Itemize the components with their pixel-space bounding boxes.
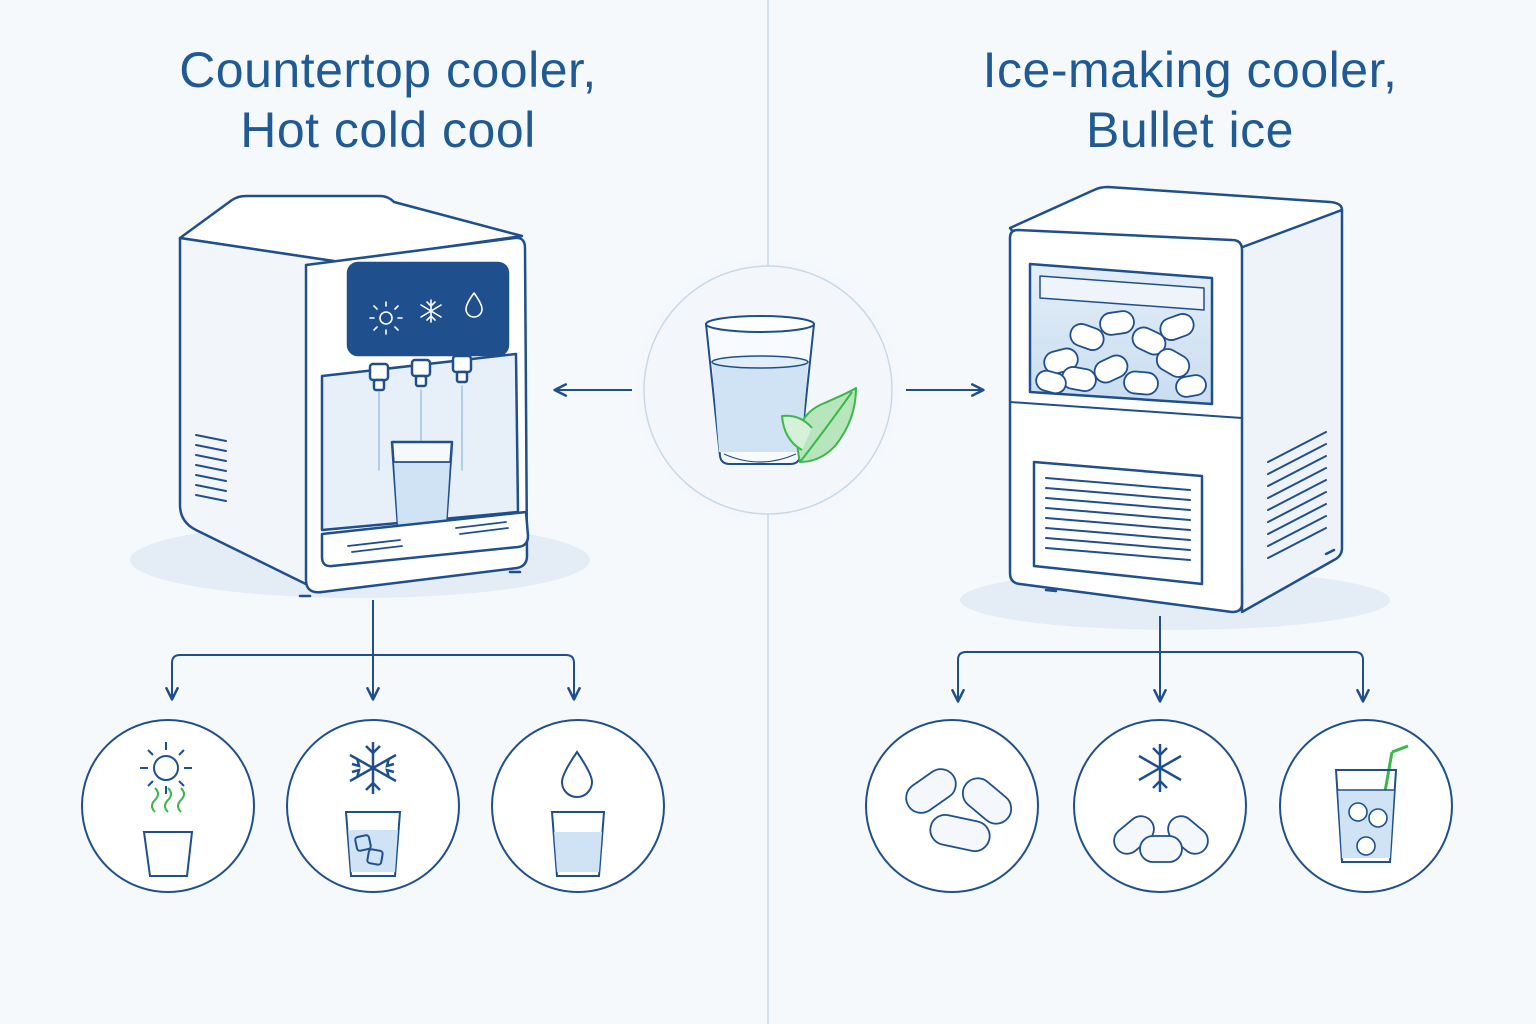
sun-icon xyxy=(140,742,192,794)
water-glass-with-leaf-icon xyxy=(705,315,857,465)
ice-maker-illustration xyxy=(960,185,1390,630)
iced-drink-glass-icon xyxy=(1334,769,1398,863)
bullet-ice-output xyxy=(865,719,1039,893)
water-drop-icon xyxy=(560,750,594,798)
panel-snowflake-icon xyxy=(420,299,442,323)
panel-water-drop-icon xyxy=(465,292,483,318)
snowflake-icon xyxy=(349,742,397,794)
cool-glass-icon xyxy=(550,811,606,877)
snowflake-icon-right xyxy=(1138,744,1182,792)
center-water-source xyxy=(628,250,908,530)
right-branch-connector xyxy=(951,616,1370,703)
left-title-line1: Countertop cooler, xyxy=(179,42,597,98)
hot-cup-icon xyxy=(142,831,194,877)
bullet-ice-icon xyxy=(905,768,1013,853)
right-title: Ice-making cooler, Bullet ice xyxy=(900,40,1480,160)
frozen-ice-output xyxy=(1073,719,1247,893)
left-title: Countertop cooler, Hot cold cool xyxy=(118,40,658,160)
cool-water-output xyxy=(491,719,665,893)
panel-sun-icon xyxy=(369,301,403,335)
left-branch-connector xyxy=(165,600,581,701)
right-title-line1: Ice-making cooler, xyxy=(982,42,1398,98)
steam-icon xyxy=(151,787,185,813)
left-title-line2: Hot cold cool xyxy=(240,102,536,158)
bullet-ice-cluster-icon xyxy=(1113,815,1209,863)
iced-drink-output xyxy=(1279,719,1453,893)
leaf-icon xyxy=(781,387,857,463)
cold-glass-icon xyxy=(344,811,402,877)
cold-water-output xyxy=(286,719,460,893)
ice-pile xyxy=(1035,310,1207,398)
right-title-line2: Bullet ice xyxy=(1086,102,1294,158)
countertop-cooler-illustration xyxy=(130,194,590,598)
hot-water-output xyxy=(81,719,255,893)
